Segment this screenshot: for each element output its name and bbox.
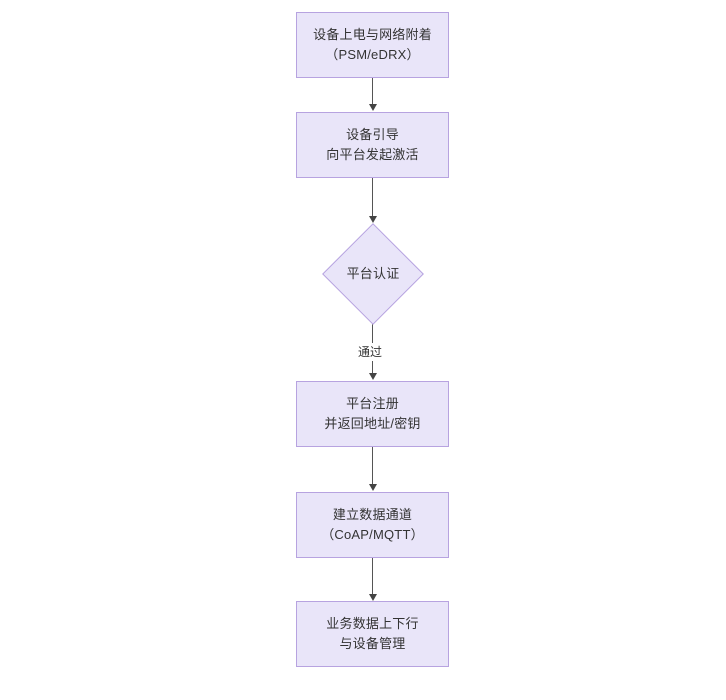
edge-arrowhead-platform-register-to-data-channel — [369, 484, 377, 491]
node-bootstrap-line-2: 向平台发起激活 — [326, 147, 419, 162]
edge-platform-register-to-data-channel — [372, 447, 373, 485]
node-data-channel[interactable]: 建立数据通道 （CoAP/MQTT） — [296, 492, 449, 558]
node-data-channel-line-2: （CoAP/MQTT） — [321, 527, 424, 542]
node-bootstrap-line-1: 设备引导 — [346, 127, 399, 142]
node-platform-register[interactable]: 平台注册 并返回地址/密钥 — [296, 381, 449, 447]
node-power-on-line-2: （PSM/eDRX） — [325, 47, 420, 62]
node-platform-auth-label: 平台认证 — [346, 266, 400, 281]
node-power-on[interactable]: 设备上电与网络附着 （PSM/eDRX） — [296, 12, 449, 78]
node-business-data[interactable]: 业务数据上下行 与设备管理 — [296, 601, 449, 667]
node-business-data-line-1: 业务数据上下行 — [326, 616, 419, 631]
edge-power-on-to-bootstrap — [372, 78, 373, 105]
node-business-data-line-2: 与设备管理 — [339, 636, 406, 651]
node-power-on-line-1: 设备上电与网络附着 — [313, 27, 432, 42]
edge-arrowhead-power-on-to-bootstrap — [369, 104, 377, 111]
edge-arrowhead-bootstrap-to-platform-auth — [369, 216, 377, 223]
node-data-channel-line-1: 建立数据通道 — [332, 507, 413, 522]
edge-data-channel-to-business-data — [372, 558, 373, 595]
edge-arrowhead-platform-auth-to-platform-register — [369, 373, 377, 380]
edge-bootstrap-to-platform-auth — [372, 178, 373, 217]
node-platform-register-line-1: 平台注册 — [346, 396, 399, 411]
edge-label-pass: 通过 — [355, 343, 386, 361]
edge-arrowhead-data-channel-to-business-data — [369, 594, 377, 601]
node-platform-register-line-2: 并返回地址/密钥 — [324, 416, 421, 431]
node-bootstrap[interactable]: 设备引导 向平台发起激活 — [296, 112, 449, 178]
